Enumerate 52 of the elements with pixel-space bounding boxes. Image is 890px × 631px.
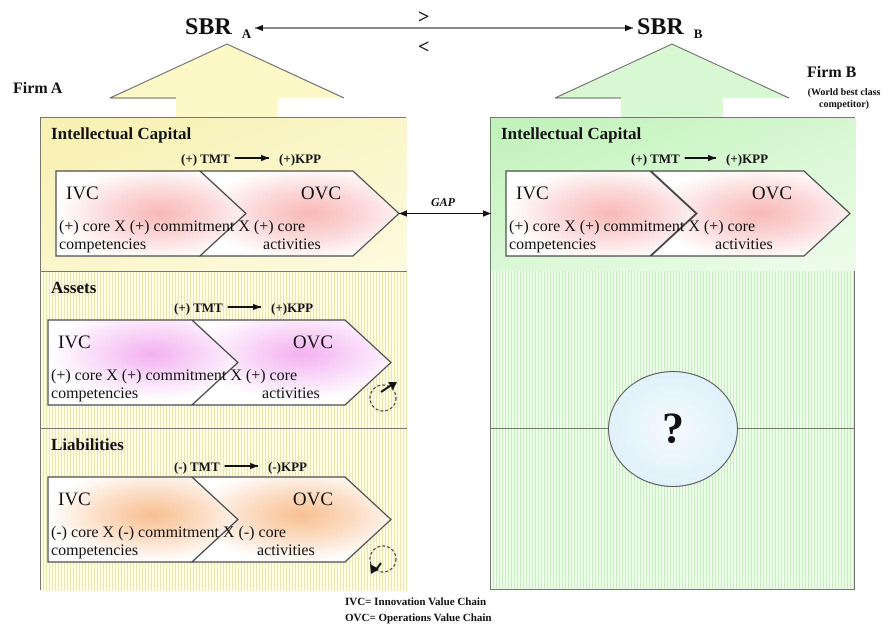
arrow (234, 154, 269, 162)
chain-text: activities (257, 542, 315, 560)
term-label: (-)KPP (268, 459, 307, 475)
section-title: Intellectual Capital (501, 124, 642, 144)
term-label: (+)KPP (271, 300, 314, 316)
firm-subtitle: (World best class competitor) (806, 87, 882, 111)
chain-label: OVC (752, 183, 792, 205)
chain-text: competencies (51, 542, 138, 560)
section-title: Liabilities (51, 435, 124, 455)
chain-label: OVC (292, 489, 333, 511)
chain-label: IVC (58, 332, 91, 354)
chain-text: (-) core X (-) commitment X (-) core (51, 524, 286, 542)
section-title: Intellectual Capital (51, 124, 192, 144)
chain-label: IVC (516, 183, 549, 205)
abbreviation-note: OVC= Operations Value Chain (345, 612, 492, 624)
arrow (254, 24, 634, 32)
firm-label: Firm A (13, 80, 62, 98)
term-label: (+)KPP (726, 151, 768, 167)
section-title: Assets (51, 278, 96, 298)
comparison-sign: > (418, 6, 430, 29)
chain-label: IVC (58, 489, 91, 511)
capital-section (41, 271, 407, 428)
block-arrow (554, 44, 790, 117)
chain-label: OVC (292, 332, 333, 354)
chain-text: competencies (59, 236, 146, 254)
chain-text: competencies (51, 385, 138, 403)
capital-section (491, 118, 856, 271)
chain-text: activities (263, 236, 321, 254)
question-mark: ? (662, 402, 684, 454)
sbr-heading: SBR $_{B}$ (637, 14, 702, 42)
term-label: (+) TMT (174, 300, 223, 316)
term-label: (+)KPP (279, 151, 322, 167)
capital-section (41, 118, 407, 271)
arrow (224, 462, 258, 470)
chain-label: IVC (66, 183, 99, 205)
chain-text: activities (262, 385, 320, 403)
block-arrow (110, 44, 344, 117)
arrow (228, 304, 261, 310)
term-label: (-) TMT (174, 459, 220, 475)
chain-label: OVC (300, 183, 341, 205)
comparison-sign: < (418, 36, 430, 59)
arrow (684, 154, 716, 162)
arrow (398, 210, 492, 217)
abbreviation-note: IVC= Innovation Value Chain (345, 596, 486, 608)
chain-text: competencies (509, 236, 596, 254)
term-label: (+) TMT (631, 151, 680, 167)
term-label: (+) TMT (181, 151, 230, 167)
sbr-heading: SBR $_{A}$ (185, 14, 252, 42)
chevron (48, 477, 238, 562)
capital-section (41, 428, 407, 591)
chain-text: activities (715, 236, 773, 254)
firm-label: Firm B (807, 64, 856, 82)
